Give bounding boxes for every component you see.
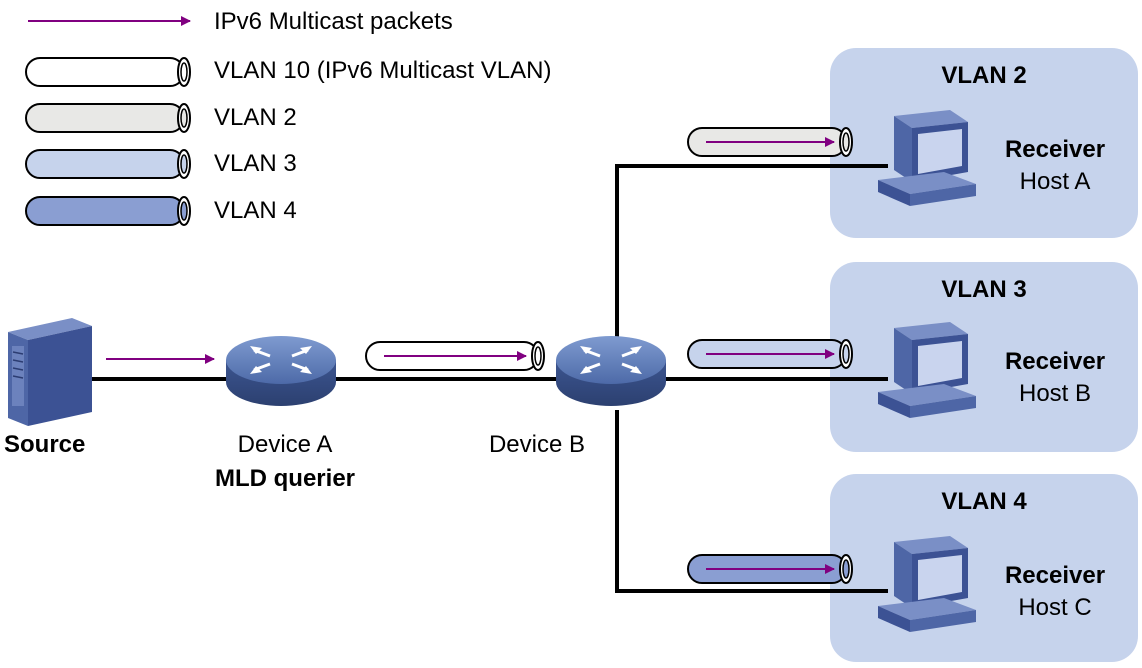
source-label: Source: [4, 431, 86, 458]
legend-vlan10-label: VLAN 10 (IPv6 Multicast VLAN): [214, 57, 552, 84]
links: [92, 164, 888, 593]
tube-vlan10: [365, 341, 545, 371]
legend-vlan4-tube: [25, 196, 191, 226]
device-b-label: Device B: [488, 431, 586, 458]
host-a-label: Host A: [1019, 168, 1091, 195]
legend: [25, 16, 191, 226]
legend-vlan4-label: VLAN 4: [214, 197, 297, 224]
link-device-b-host-c: [615, 410, 888, 593]
vlan3-panel: VLAN 3 Receiver Host B: [830, 262, 1138, 452]
vlan4-title: VLAN 4: [941, 488, 1027, 515]
link-device-b-host-a: [615, 164, 888, 350]
device-a-label: Device A: [237, 431, 333, 458]
host-b-label: Host B: [1018, 380, 1092, 407]
host-c-computer-icon: [878, 536, 976, 632]
receiver-c-role: Receiver: [1004, 562, 1106, 589]
tube-vlan2: [687, 127, 853, 157]
vlan3-title: VLAN 3: [941, 276, 1027, 303]
server-icon: [8, 318, 92, 426]
legend-vlan3-tube: [25, 149, 191, 179]
legend-vlan10-tube: [25, 57, 191, 87]
host-c-label: Host C: [1018, 594, 1092, 621]
host-b-computer-icon: [878, 322, 976, 418]
vlan2-panel: VLAN 2 Receiver Host A: [830, 48, 1138, 238]
device-a-role-label: MLD querier: [214, 465, 355, 492]
tube-vlan4: [687, 554, 853, 584]
receiver-a-role: Receiver: [1004, 136, 1106, 163]
tube-vlan3: [687, 339, 853, 369]
legend-vlan2-label: VLAN 2: [214, 104, 297, 131]
legend-vlan2-tube: [25, 103, 191, 133]
device-b-switch-icon: [556, 336, 666, 406]
host-a-computer-icon: [878, 110, 976, 206]
legend-packets-label: IPv6 Multicast packets: [214, 8, 453, 35]
vlan2-title: VLAN 2: [941, 62, 1027, 89]
receiver-b-role: Receiver: [1004, 348, 1106, 375]
device-a-switch-icon: [226, 336, 336, 406]
vlan4-panel: VLAN 4 Receiver Host C: [830, 474, 1138, 662]
legend-vlan3-label: VLAN 3: [214, 150, 297, 177]
